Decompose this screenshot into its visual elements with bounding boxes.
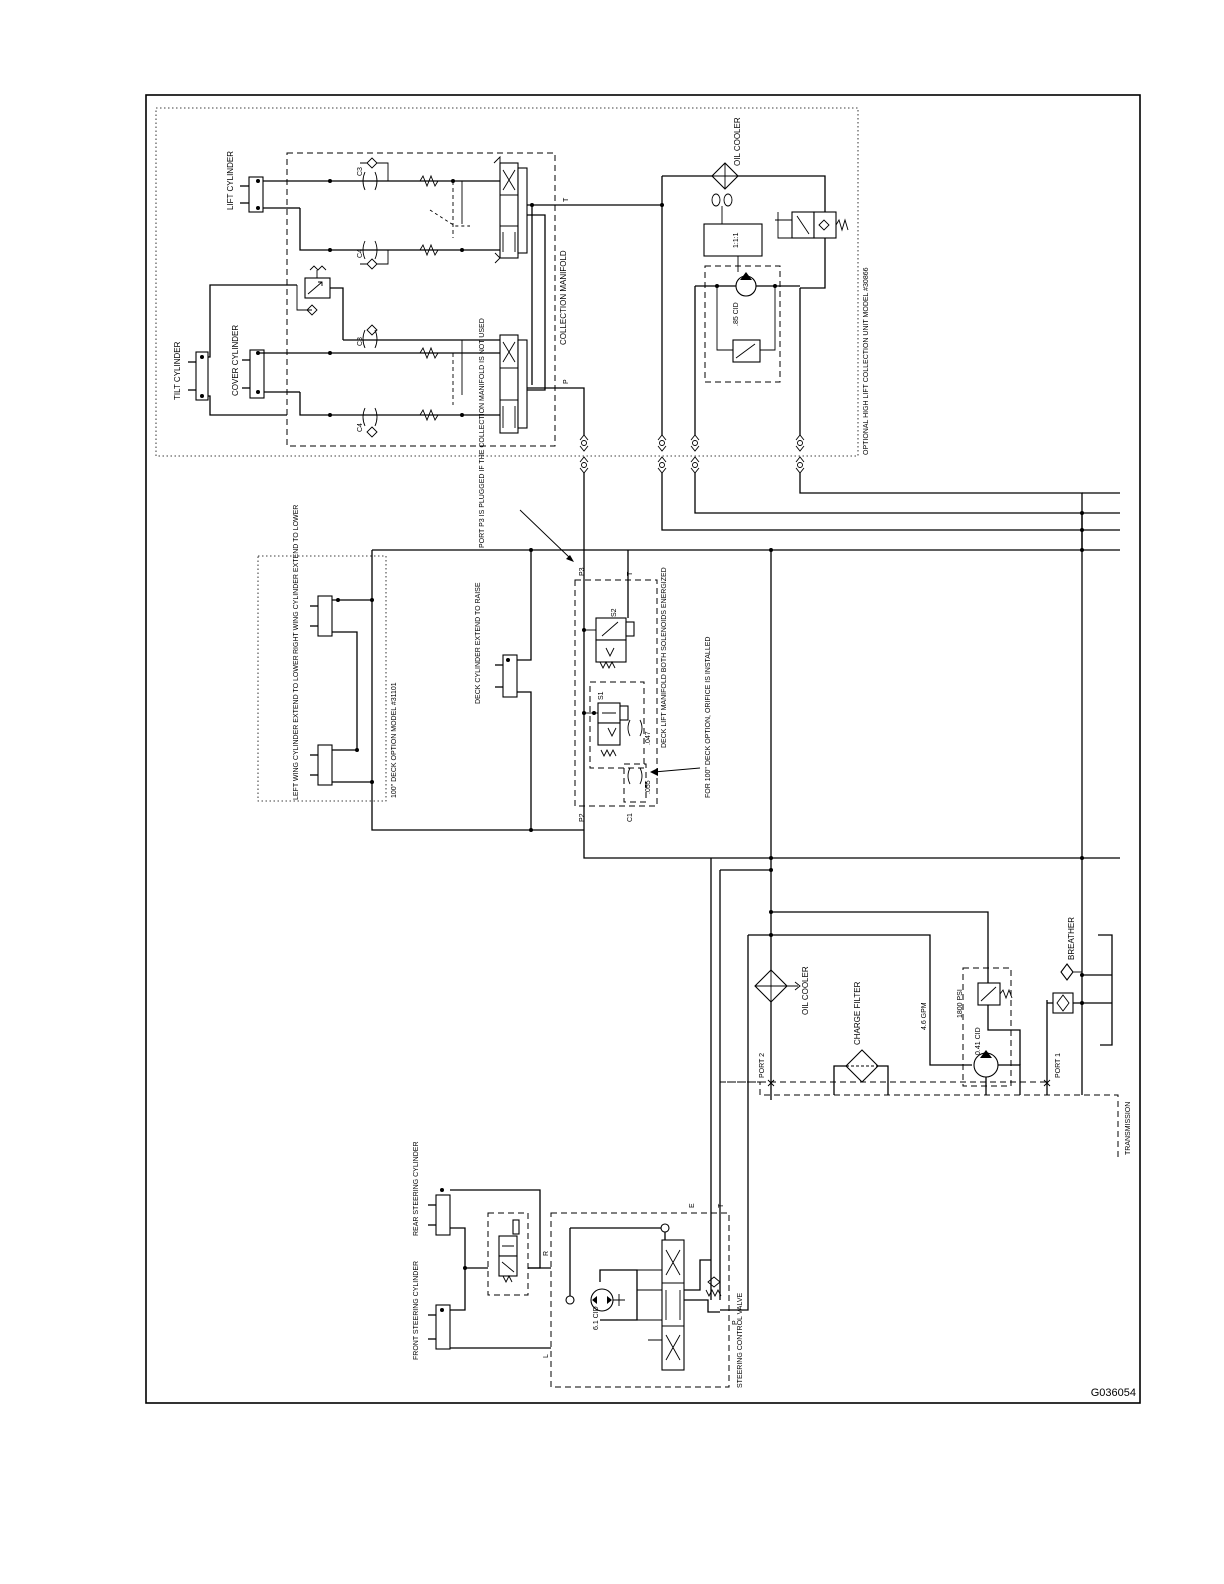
oil-cooler-mid	[754, 969, 801, 1003]
steer-cid: 6.1 CID	[593, 1306, 600, 1330]
port-p3: P3	[579, 567, 586, 576]
orifice-055: .055	[645, 780, 652, 794]
cover-manifold-section: C3 C4	[287, 324, 528, 438]
deck-option: 100" DECK OPTION MODEL #31101 RIGHT WING…	[257, 505, 584, 831]
oil-cooler-mid-label: OIL COOLER	[801, 966, 810, 1015]
gpm-label: 4.6 GPM	[921, 1002, 928, 1030]
breather-label: BREATHER	[1067, 917, 1076, 960]
left-wing-label: LEFT WING CYLINDER EXTEND TO LOWER	[293, 655, 300, 800]
steering-valve-label: STEERING CONTROL VALVE	[737, 1293, 744, 1388]
rear-steering-label: REAR STEERING CYLINDER	[413, 1141, 420, 1236]
optional-unit-label: OPTIONAL HIGH LIFT COLLECTION UNIT MODEL…	[863, 267, 870, 455]
front-steering-label: FRONT STEERING CYLINDER	[413, 1261, 420, 1360]
port-c3-bottom: C3	[357, 337, 364, 346]
transmission-label: TRANSMISSION	[1125, 1102, 1132, 1155]
breather-icon	[1060, 963, 1082, 981]
charge-pump	[973, 1050, 1021, 1095]
deck-lift-manifold: P3 T P2 C1 S2 S1 .047	[574, 550, 658, 822]
port-c1: C1	[627, 813, 634, 822]
lift-cylinder-label: LIFT CYLINDER	[226, 151, 235, 210]
deck-cylinder	[495, 550, 533, 832]
solenoid-valve-top	[775, 211, 849, 239]
lift-manifold-section: C3 C4	[287, 155, 528, 270]
charge-relief-valve	[977, 972, 1021, 1065]
collection-manifold-label: COLLECTION MANIFOLD	[559, 250, 568, 345]
orifice-note: FOR 100" DECK OPTION, ORIFICE IS INSTALL…	[705, 637, 712, 798]
rear-steering-cylinder	[428, 1188, 541, 1269]
steering-circuit: E T R L P 6.1 CID	[543, 1203, 739, 1388]
drawing-border	[145, 94, 1141, 1404]
deck-option-label: 100" DECK OPTION MODEL #31101	[391, 682, 398, 798]
pump-top	[735, 256, 757, 297]
psi-label: 1800 PSI	[957, 989, 964, 1018]
port-c4-bottom: C4	[357, 423, 364, 432]
lift-cylinder	[240, 176, 287, 213]
deck-lift-manifold-label: DECK LIFT MANIFOLD BOTH SOLENOIDS ENERGI…	[661, 567, 668, 748]
orifice-047: .047	[645, 731, 652, 745]
tilt-cylinder-label: TILT CYLINDER	[173, 341, 182, 400]
fan-icon	[711, 193, 733, 224]
left-wing-cylinder	[310, 744, 372, 786]
tilt-relief-valve	[296, 265, 344, 340]
steering-motor	[590, 1288, 625, 1312]
port-l: L	[543, 1354, 550, 1358]
front-steering-cylinder	[428, 1266, 551, 1350]
rear-steering-valve	[487, 1212, 551, 1296]
s1-label: S1	[598, 691, 605, 700]
solenoid-s1	[582, 702, 629, 758]
port-p2: P2	[579, 813, 586, 822]
port-p3-note: PORT P3 IS PLUGGED IF THE COLLECTION MAN…	[479, 318, 486, 548]
solenoid-s2	[582, 617, 635, 670]
s2-label: S2	[611, 608, 618, 617]
tilt-cylinder	[188, 351, 209, 401]
charge-filter-label: CHARGE FILTER	[853, 981, 862, 1045]
pump-top-cid: .85 CID	[733, 302, 740, 326]
reservoir	[1046, 934, 1113, 1095]
ratio-label: 1:1:1	[733, 232, 740, 248]
port1-label: PORT 1	[1055, 1053, 1062, 1078]
main-lines	[372, 473, 1120, 1100]
charge-cid: 0.41 CID	[975, 1027, 982, 1055]
port-c4-top: C4	[357, 249, 364, 258]
port-p-top: P	[563, 379, 570, 384]
port-p-bottom: P	[732, 1320, 739, 1325]
deck-cylinder-label: DECK CYLINDER EXTEND TO RAISE	[475, 582, 482, 704]
charge-filter	[833, 1049, 889, 1095]
cover-cylinder-label: COVER CYLINDER	[231, 325, 240, 396]
relief-valve-top	[732, 339, 761, 363]
steering-spool	[637, 1239, 685, 1371]
port-e: E	[689, 1203, 696, 1208]
port2-label: PORT 2	[759, 1053, 766, 1078]
port-t-bottom: T	[718, 1203, 725, 1208]
drawing-id: G036054	[1091, 1387, 1136, 1399]
right-wing-label: RIGHT WING CYLINDER EXTEND TO LOWER	[293, 505, 300, 654]
cover-cylinder	[242, 349, 265, 399]
right-wing-cylinder	[310, 595, 372, 750]
port-c3-top: C3	[357, 167, 364, 176]
port-r: R	[543, 1251, 550, 1256]
oil-cooler-top-label: OIL COOLER	[733, 117, 742, 166]
port-t-mid: T	[627, 571, 634, 576]
port-t-top: T	[563, 197, 570, 202]
optional-collection-unit: OPTIONAL HIGH LIFT COLLECTION UNIT MODEL…	[155, 107, 870, 457]
gearbox: 1:1:1	[703, 223, 763, 257]
quick-disconnects	[579, 434, 805, 474]
pump-circuit: OIL COOLER CHARGE FILTER 1800 PSI 0.41 C…	[710, 858, 1132, 1311]
